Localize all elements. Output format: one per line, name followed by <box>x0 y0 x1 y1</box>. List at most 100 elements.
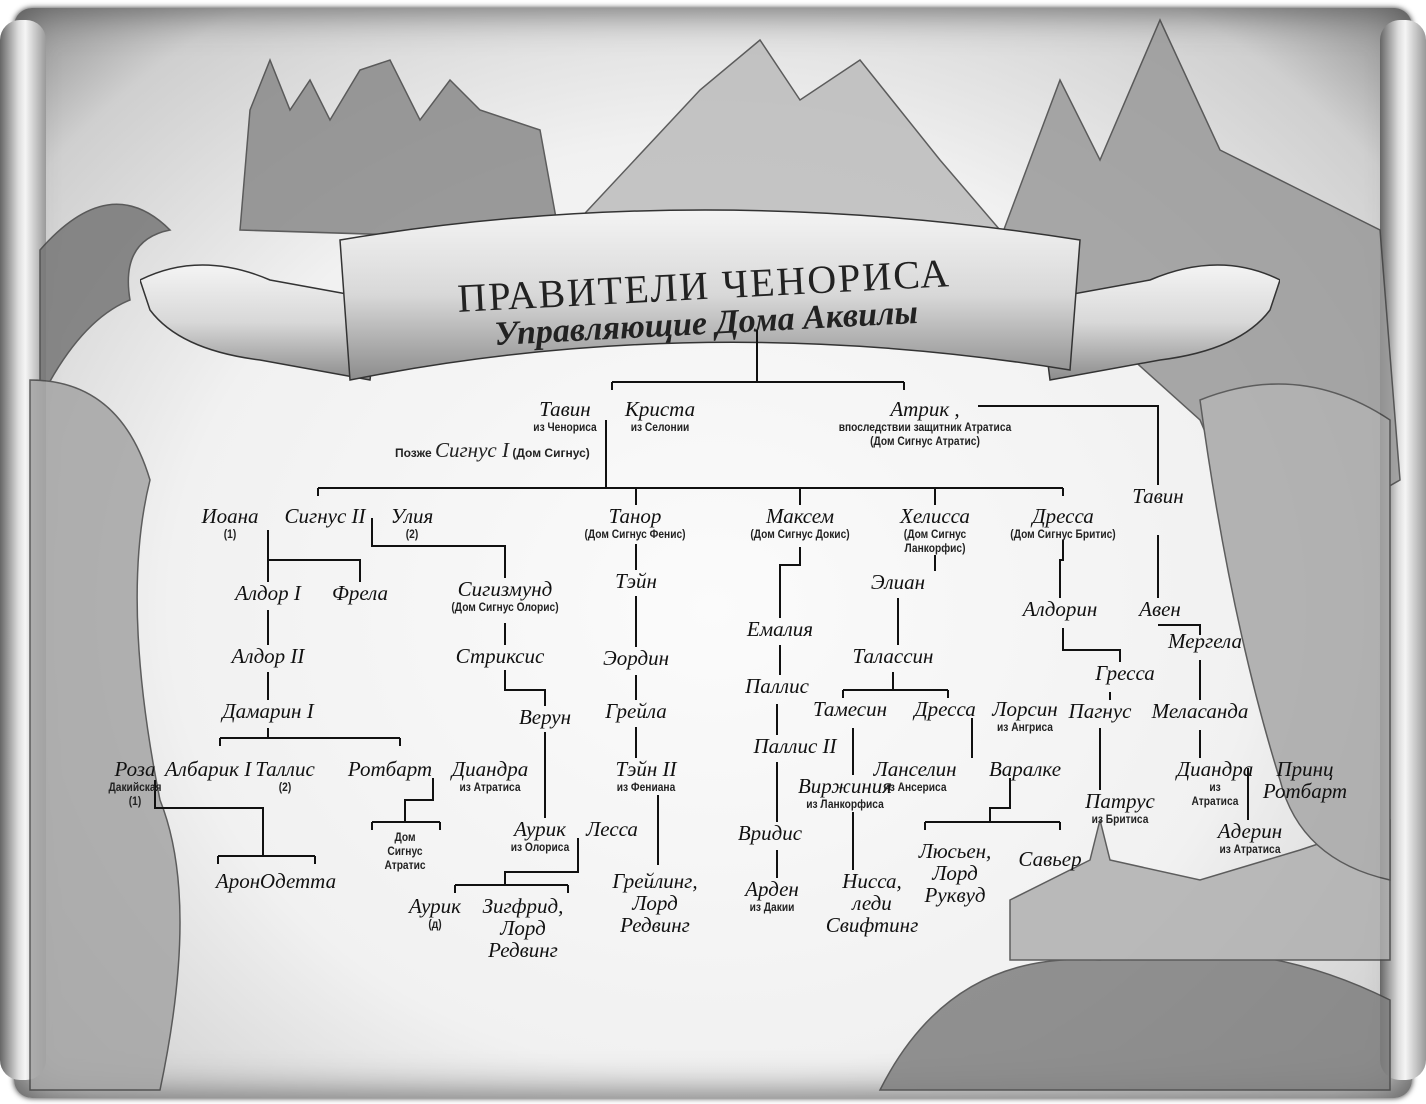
person-node: Варалке <box>989 758 1061 780</box>
person-origin: (1) <box>223 527 237 541</box>
person-name: Диандра <box>1176 757 1254 781</box>
person-name: Вридис <box>737 821 803 845</box>
person-origin: (Дом Сигнус Фенис) <box>584 527 686 541</box>
person-name: Дресса <box>1032 504 1094 528</box>
person-name: Авен <box>1139 597 1181 621</box>
person-node: Люсьен, Лорд Руквуд <box>919 840 992 906</box>
person-name: Одетта <box>259 869 337 893</box>
person-origin: из Олориса <box>510 840 570 854</box>
person-node: Иоана(1) <box>201 505 258 541</box>
person-origin: впоследствии защитник Атратиса (Дом Сигн… <box>838 420 1012 448</box>
person-node: Паллис II <box>753 735 836 757</box>
person-name: Принц Ротбарт <box>1262 757 1348 803</box>
person-node: Ротбарт <box>348 758 432 780</box>
person-node: Дамарин I <box>222 700 313 722</box>
person-name: Люсьен, Лорд Руквуд <box>918 839 992 907</box>
person-node: Атрик ,впоследствии защитник Атратиса (Д… <box>823 398 1026 448</box>
person-node: Аурик(д) <box>409 895 461 931</box>
later-house: (Дом Сигнус) <box>512 446 590 460</box>
village-illustration <box>1009 818 1391 961</box>
person-origin: из Атратиса <box>1191 780 1239 808</box>
person-name: Роза <box>114 757 156 781</box>
person-node: Пагнус <box>1069 700 1132 722</box>
person-name: Зигфрид, Лорд Редвинг <box>482 894 564 962</box>
person-node: Талассин <box>853 645 934 667</box>
person-node: Арон <box>216 870 260 892</box>
person-origin: из Фениана <box>616 780 676 794</box>
person-origin: (2) <box>278 780 292 794</box>
person-name: Паллис II <box>753 734 837 758</box>
person-name: Ротбарт <box>347 757 433 781</box>
person-name: Мергела <box>1168 629 1242 653</box>
person-name: Тэйн <box>615 569 657 593</box>
person-name: Гресса <box>1095 661 1155 685</box>
person-node: Алдорин <box>1023 598 1098 620</box>
person-node: Максем(Дом Сигнус Докис) <box>742 505 859 541</box>
person-node: Таллис(2) <box>255 758 315 794</box>
person-node: Танор(Дом Сигнус Фенис) <box>576 505 695 541</box>
person-name: Алдор I <box>235 581 301 605</box>
person-name: Меласанда <box>1151 699 1249 723</box>
title-ribbon <box>140 209 1280 381</box>
person-node: Элиан <box>871 571 925 593</box>
person-name: Тавин <box>1132 484 1184 508</box>
person-node: Дресса <box>914 698 976 720</box>
person-origin: (Дом Сигнус Ланкорфис) <box>903 527 967 555</box>
person-name: Грейлинг, Лорд Редвинг <box>612 869 698 937</box>
person-name: Хелисса <box>900 504 970 528</box>
person-node: Паллис <box>745 675 809 697</box>
person-origin: (Дом Сигнус Докис) <box>750 527 850 541</box>
later-name: Сигнус I <box>434 438 509 462</box>
person-name: Стриксис <box>455 644 545 668</box>
person-name: Патрус <box>1085 789 1155 813</box>
person-node: Меласанда <box>1152 700 1249 722</box>
wave-illustration <box>39 203 172 401</box>
person-node: Савьер <box>1018 848 1081 870</box>
person-node: Улия(2) <box>391 505 434 541</box>
person-node: Грейлинг, Лорд Редвинг <box>612 870 697 936</box>
person-node: Тэйн <box>615 570 657 592</box>
person-name: Нисса, леди Свифтинг <box>825 869 919 937</box>
person-name: Сигизмунд <box>457 577 553 601</box>
person-name: Тэйн II <box>615 757 677 781</box>
person-origin: из Ангриса <box>997 720 1053 734</box>
person-node: Алдор I <box>235 582 301 604</box>
person-name: Таллис <box>255 757 315 781</box>
person-node: Верун <box>519 706 571 728</box>
person-name: Грейла <box>605 699 667 723</box>
person-origin: (Дом Сигнус Бритис) <box>1010 527 1116 541</box>
person-name: Аурик <box>513 817 566 841</box>
person-name: Алдор II <box>231 644 305 668</box>
person-node: Мергела <box>1168 630 1242 652</box>
person-origin: Дакийская (1) <box>108 780 162 808</box>
person-name: Ланселин <box>873 757 957 781</box>
person-name: Криста <box>624 397 696 421</box>
person-node: Эордин <box>603 647 669 669</box>
person-node: Тамесин <box>813 698 887 720</box>
person-name: Эордин <box>602 646 670 670</box>
person-node: Дом Сигнус Атратис <box>381 830 429 872</box>
person-origin: (д) <box>428 917 442 931</box>
person-name: Пагнус <box>1068 699 1132 723</box>
person-name: Аурик <box>409 894 461 918</box>
person-node: Алдор II <box>232 645 305 667</box>
person-origin: (Дом Сигнус Олорис) <box>451 600 559 614</box>
person-origin: из Селонии <box>630 420 690 434</box>
person-node: Сигнус II <box>285 505 366 527</box>
person-origin: Дом Сигнус Атратис <box>384 830 426 872</box>
person-node: Лесса <box>586 818 638 840</box>
person-name: Савьер <box>1018 847 1082 871</box>
person-origin: из Ченориса <box>533 420 597 434</box>
person-name: Диандра <box>451 757 529 781</box>
castle-illustration <box>239 57 561 241</box>
